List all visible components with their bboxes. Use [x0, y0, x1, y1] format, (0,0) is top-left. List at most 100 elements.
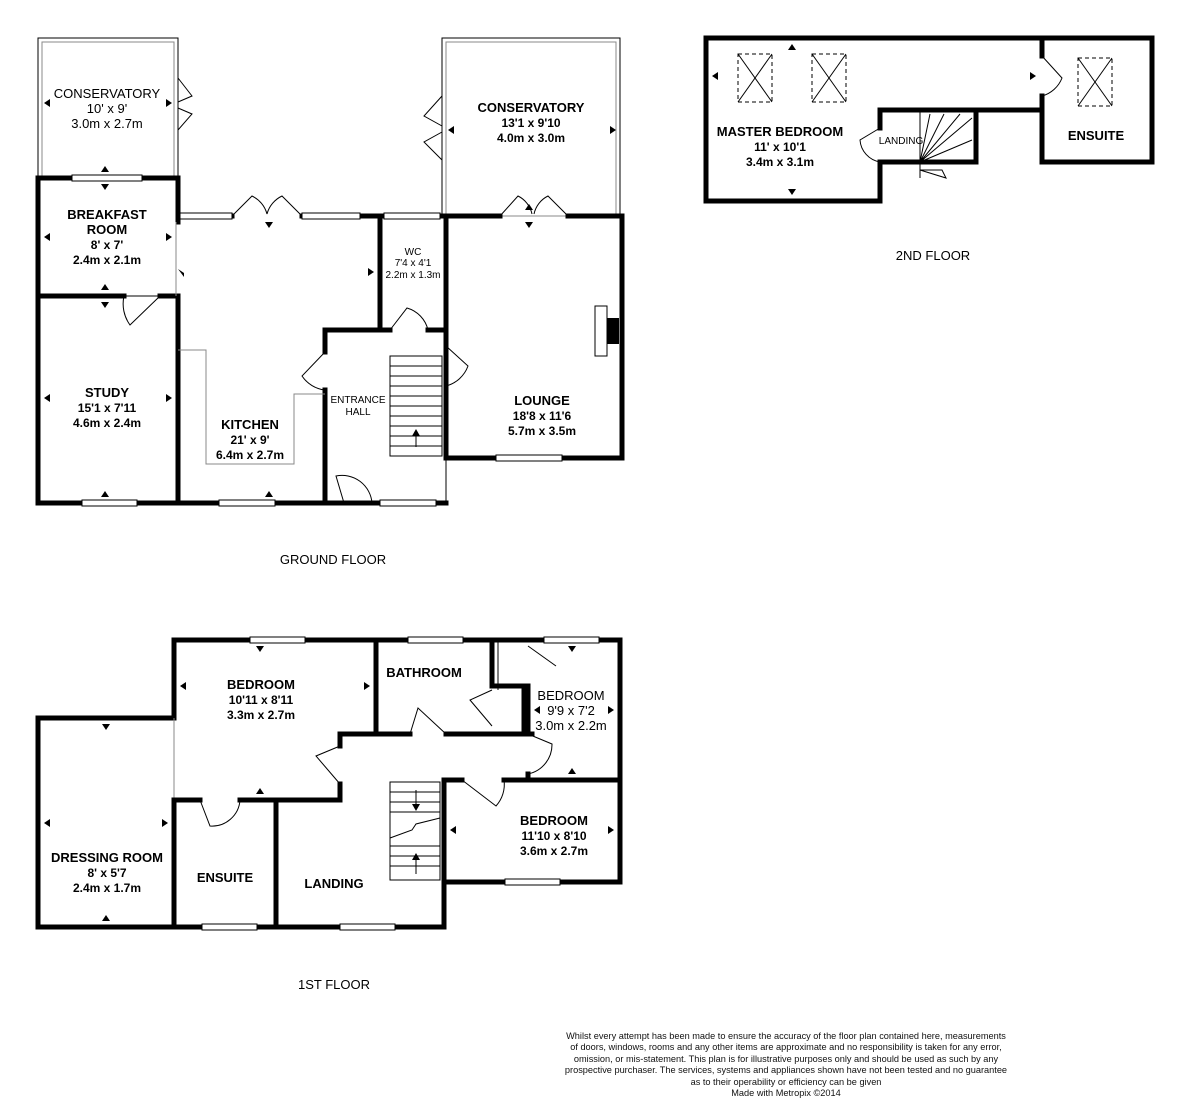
wc-imperial: 7'4 x 4'1	[395, 258, 432, 269]
disclaimer-line: of doors, windows, rooms and any other i…	[570, 1042, 1002, 1053]
wc-metric: 2.2m x 1.3m	[385, 270, 440, 281]
bathroom-name: BATHROOM	[386, 665, 462, 680]
first-stairs	[389, 781, 441, 881]
conservatory-right-walls	[441, 37, 621, 217]
ensuite-door-first[interactable]	[199, 799, 241, 827]
ensuite-door[interactable]	[1041, 55, 1063, 97]
first-dimension-arrows	[44, 646, 614, 921]
breakfast-metric: 2.4m x 2.1m	[73, 253, 141, 267]
first-floor: BEDROOM 10'11 x 8'11 3.3m x 2.7m BATHROO…	[35, 636, 623, 992]
wc-door[interactable]	[389, 307, 429, 331]
lounge-door[interactable]	[445, 345, 469, 387]
ground-dimension-arrows	[44, 99, 616, 497]
cupboard-door[interactable]	[527, 645, 557, 667]
bedroom-main-window	[249, 636, 306, 644]
metropix-credit: Made with Metropix ©2014	[731, 1088, 841, 1099]
bedroom-small-door[interactable]	[527, 733, 553, 775]
conservatory-left-imperial: 10' x 9'	[87, 101, 127, 116]
lounge-window	[495, 454, 563, 462]
study-imperial: 15'1 x 7'11	[78, 401, 137, 415]
breakfast-name-2: ROOM	[87, 222, 127, 237]
bedroom-small-imperial: 9'9 x 7'2	[547, 703, 595, 718]
second-dimension-arrows	[712, 44, 1036, 195]
conservatory-right-name: CONSERVATORY	[478, 100, 585, 115]
hall-window	[379, 499, 437, 507]
dressing-room-metric: 2.4m x 1.7m	[73, 881, 141, 895]
first-floor-label: 1ST FLOOR	[298, 977, 370, 992]
conservatory-right-side-door[interactable]	[423, 95, 443, 161]
bedroom-main-door[interactable]	[315, 745, 341, 785]
conservatory-left-door[interactable]	[177, 77, 193, 131]
first-landing-name: LANDING	[304, 876, 363, 891]
bathroom-window	[407, 636, 464, 644]
kitchen-french-doors[interactable]	[231, 195, 303, 217]
kitchen-window-top-right	[301, 212, 361, 220]
conservatory-left-name: CONSERVATORY	[54, 86, 161, 101]
bedroom-main-metric: 3.3m x 2.7m	[227, 708, 295, 722]
bedroom-right-window	[504, 878, 561, 886]
disclaimer-line: as to their operability or efficiency ca…	[690, 1076, 882, 1087]
dressing-room-imperial: 8' x 5'7	[87, 866, 126, 880]
study-door[interactable]	[122, 295, 161, 326]
bedroom-main-imperial: 10'11 x 8'11	[229, 693, 294, 707]
second-ensuite-name: ENSUITE	[1068, 128, 1125, 143]
study-name: STUDY	[85, 385, 129, 400]
second-landing-name: LANDING	[879, 136, 924, 147]
kitchen-window-bottom	[218, 499, 276, 507]
breakfast-imperial: 8' x 7'	[91, 238, 124, 252]
bedroom-small-window	[543, 636, 600, 644]
second-floor-label: 2ND FLOOR	[896, 248, 970, 263]
kitchen-name: KITCHEN	[221, 417, 279, 432]
kitchen-imperial: 21' x 9'	[230, 433, 269, 447]
lounge-name: LOUNGE	[514, 393, 570, 408]
entrance-hall-name-1: ENTRANCE	[330, 395, 385, 406]
disclaimer-line: prospective purchaser. The services, sys…	[564, 1065, 1008, 1076]
front-door[interactable]	[335, 474, 373, 504]
ensuite-window	[201, 923, 258, 931]
master-bedroom-name: MASTER BEDROOM	[717, 124, 843, 139]
second-floor: MASTER BEDROOM 11' x 10'1 3.4m x 3.1m LA…	[703, 35, 1155, 263]
breakfast-opening	[71, 174, 143, 182]
bedroom-right-metric: 3.6m x 2.7m	[520, 844, 588, 858]
second-floor-walls	[703, 35, 1155, 204]
lounge-french-doors[interactable]	[499, 195, 569, 217]
bedroom-right-door[interactable]	[461, 779, 505, 807]
dressing-room-name: DRESSING ROOM	[51, 850, 163, 865]
bedroom-small-name: BEDROOM	[537, 688, 604, 703]
master-bedroom-imperial: 11' x 10'1	[754, 140, 806, 154]
hall-kitchen-door[interactable]	[301, 351, 326, 391]
disclaimer: Whilst every attempt has been made to en…	[548, 1031, 1024, 1099]
ground-stairs	[389, 355, 443, 457]
disclaimer-line: Whilst every attempt has been made to en…	[566, 1031, 1006, 1041]
conservatory-right-metric: 4.0m x 3.0m	[497, 131, 565, 145]
master-bedroom-metric: 3.4m x 3.1m	[746, 155, 814, 169]
velux-windows	[737, 53, 1113, 107]
bathroom-cupboard-door[interactable]	[469, 689, 493, 727]
first-ensuite-name: ENSUITE	[197, 870, 254, 885]
conservatory-left-metric: 3.0m x 2.7m	[71, 116, 143, 131]
fireplace	[594, 305, 619, 357]
bathroom-door[interactable]	[409, 707, 447, 735]
landing-window	[339, 923, 396, 931]
bedroom-main-name: BEDROOM	[227, 677, 295, 692]
wc-name: WC	[405, 247, 422, 258]
entrance-hall-name-2: HALL	[345, 407, 370, 418]
left-wing-walls	[35, 175, 331, 506]
lounge-metric: 5.7m x 3.5m	[508, 424, 576, 438]
second-stairs	[919, 113, 973, 179]
ground-floor-label: GROUND FLOOR	[280, 552, 386, 567]
bedroom-small-metric: 3.0m x 2.2m	[535, 718, 607, 733]
bedroom-right-imperial: 11'10 x 8'10	[521, 829, 586, 843]
breakfast-name-1: BREAKFAST	[67, 207, 147, 222]
study-metric: 4.6m x 2.4m	[73, 416, 141, 430]
master-door[interactable]	[859, 127, 881, 163]
lounge-imperial: 18'8 x 11'6	[513, 409, 572, 423]
study-window	[81, 499, 138, 507]
disclaimer-line: omission, or mis-statement. This plan is…	[573, 1053, 999, 1064]
kitchen-window-top-left	[179, 212, 233, 220]
conservatory-right-imperial: 13'1 x 9'10	[501, 116, 560, 130]
bedroom-right-name: BEDROOM	[520, 813, 588, 828]
ground-floor: CONSERVATORY 10' x 9' 3.0m x 2.7m BREAKF…	[35, 37, 625, 567]
kitchen-metric: 6.4m x 2.7m	[216, 448, 284, 462]
